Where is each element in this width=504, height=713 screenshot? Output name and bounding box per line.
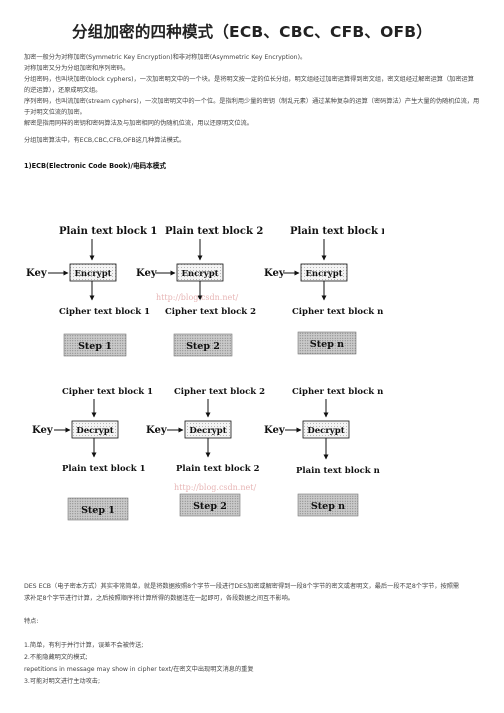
intro-para-2: 对称加密又分为分组加密和序列密码。 <box>24 65 130 72</box>
feature-item-3: repetitions in message may show in ciphe… <box>24 666 254 673</box>
watermark-text: http://blog.csdn.net/ <box>174 483 256 492</box>
key-label: Key <box>26 268 48 279</box>
step-badge <box>173 333 233 357</box>
plain-text-label: Plain text block 1 <box>62 464 146 474</box>
ecb-encrypt-diagram: Plain text block 1 Encrypt Key Cipher te… <box>26 226 384 357</box>
section-heading-ecb: 1)ECB(Electronic Code Book)/电码本模式 <box>24 162 166 170</box>
cipher-text-label: Cipher text block n <box>292 307 383 317</box>
intro-para-4: 序列密码，也叫流加密(stream cyphers)，一次加密明文中的一个位。是… <box>24 98 480 116</box>
decrypt-block-n: Cipher text block n Decrypt Key Plain te… <box>264 387 383 517</box>
step-badge <box>179 493 241 517</box>
step-label: Step 1 <box>81 505 115 516</box>
key-label: Key <box>264 425 286 436</box>
decrypt-block-2: Cipher text block 2 Decrypt Key Plain te… <box>146 387 265 517</box>
ecb-decrypt-diagram: Cipher text block 1 Decrypt Key Plain te… <box>32 387 383 521</box>
encrypt-block-1: Plain text block 1 Encrypt Key Cipher te… <box>26 226 157 357</box>
key-label: Key <box>32 425 54 436</box>
key-label: Key <box>136 268 158 279</box>
cipher-text-label: Cipher text block 2 <box>174 387 265 397</box>
plain-text-label: Plain text block n <box>296 466 380 476</box>
plain-text-label: Plain text block 1 <box>59 226 157 237</box>
key-label: Key <box>146 425 168 436</box>
encrypt-label: Encrypt <box>305 269 342 279</box>
encrypt-label: Encrypt <box>74 269 111 279</box>
decrypt-block-1: Cipher text block 1 Decrypt Key Plain te… <box>32 387 153 521</box>
cipher-text-label: Cipher text block 2 <box>165 307 256 317</box>
cipher-text-label: Cipher text block 1 <box>59 307 150 317</box>
encrypt-block-2: Plain text block 2 Encrypt Key Cipher te… <box>136 226 263 357</box>
encrypt-box <box>69 263 117 282</box>
encrypt-block-n: Plain text block n Encrypt Key Cipher te… <box>264 226 384 355</box>
decrypt-box <box>71 420 119 439</box>
step-badge <box>297 493 359 517</box>
ecb-description-line-2: 求补足8个字节进行计算，之后按照顺序将计算所得的数据连在一起即可，各段数据之间互… <box>24 595 294 602</box>
step-label: Step n <box>310 339 344 350</box>
step-badge <box>67 497 129 521</box>
plain-text-label: Plain text block 2 <box>176 464 260 474</box>
watermark-text: http://blog.csdn.net/ <box>156 293 238 302</box>
step-label: Step 2 <box>193 501 227 512</box>
feature-item-4: 3.可能对明文进行主动攻击; <box>24 678 101 685</box>
feature-item-2: 2.不能隐藏明文的模式; <box>24 654 88 661</box>
decrypt-label: Decrypt <box>76 426 113 436</box>
intro-para-3: 分组密码，也叫块加密(block cyphers)，一次加密明文中的一个块。是将… <box>24 76 474 94</box>
step-label: Step 1 <box>78 341 112 352</box>
intro-para-5: 解密是指用同样的密钥和密码算法及与加密相同的伪随机位流，用以还原明文位流。 <box>24 120 253 127</box>
step-badge <box>297 331 357 355</box>
plain-text-label: Plain text block n <box>290 226 384 237</box>
plain-text-label: Plain text block 2 <box>165 226 263 237</box>
decrypt-label: Decrypt <box>307 426 344 436</box>
intro-para-1: 加密一般分为对称加密(Symmetric Key Encryption)和非对称… <box>24 54 307 61</box>
step-label: Step n <box>311 501 345 512</box>
features-label: 特点: <box>24 618 39 625</box>
page-title: 分组加密的四种模式（ECB、CBC、CFB、OFB） <box>72 23 432 41</box>
key-label: Key <box>264 268 286 279</box>
ecb-description-line-1: DES ECB（电子密本方式）其实非常简单，就是将数据按照8个字节一段进行DES… <box>24 583 460 590</box>
step-label: Step 2 <box>186 341 220 352</box>
cipher-text-label: Cipher text block n <box>292 387 383 397</box>
feature-item-1: 1.简单，有利于并行计算，误差不会被传送; <box>24 642 144 649</box>
decrypt-label: Decrypt <box>189 426 226 436</box>
step-badge <box>63 333 127 357</box>
cipher-text-label: Cipher text block 1 <box>62 387 153 397</box>
intro-para-6: 分组加密算法中，有ECB,CBC,CFB,OFB这几种算法模式。 <box>24 137 186 144</box>
encrypt-label: Encrypt <box>181 269 218 279</box>
